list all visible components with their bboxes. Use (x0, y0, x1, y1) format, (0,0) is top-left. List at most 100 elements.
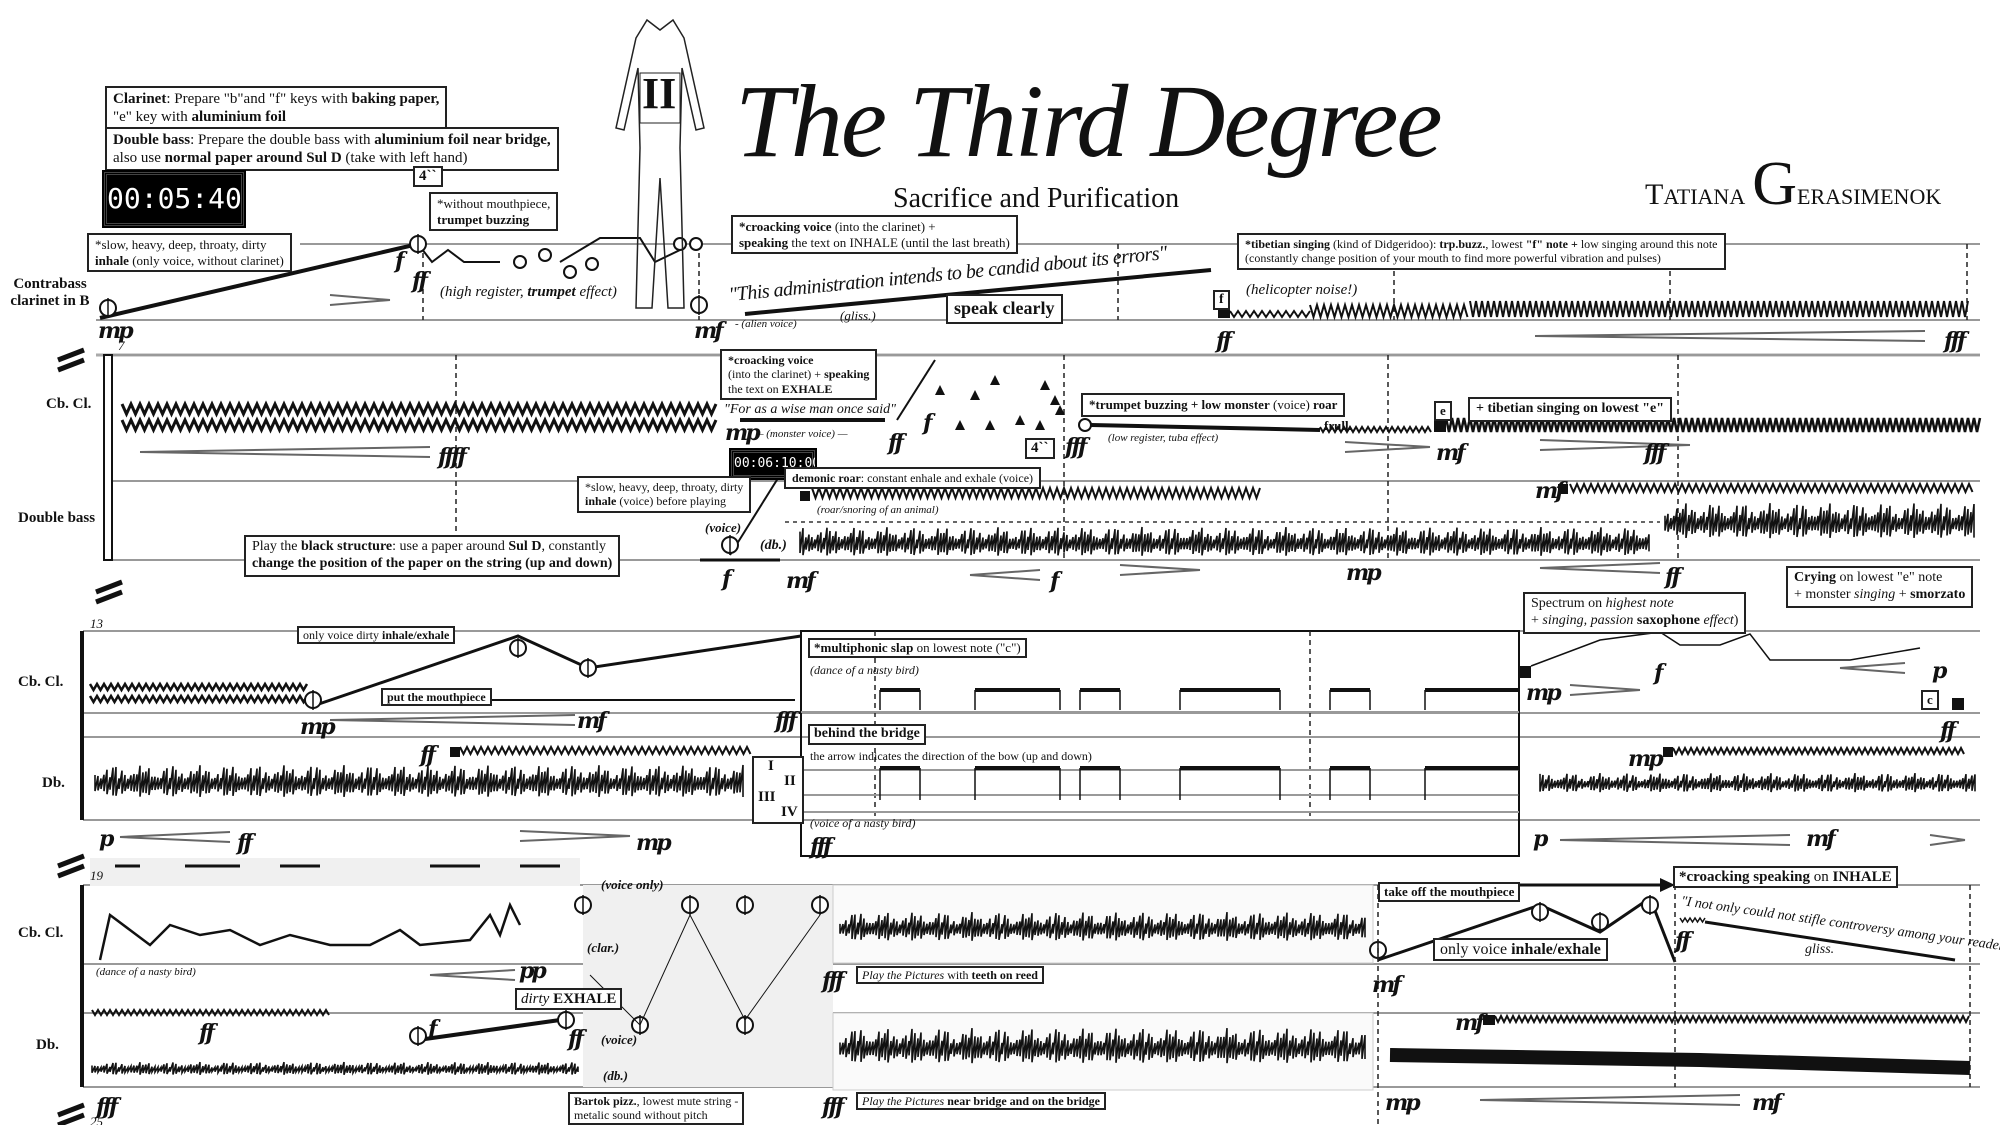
measure-number: 13 (90, 616, 103, 631)
hairpin (329, 719, 576, 726)
measure-number: 19 (90, 868, 103, 883)
dynamic: pp (519, 958, 547, 984)
triangle-note-icon (985, 420, 995, 430)
arrow-head-icon (1660, 878, 1675, 892)
t: : Prepare the double bass with (190, 132, 375, 148)
note-head-icon (1078, 418, 1092, 432)
t: EXHALE (781, 381, 833, 396)
t: near bridge and on the bridge (944, 1094, 1100, 1108)
picture-bird-image (832, 1012, 1374, 1091)
duration-box: 4`` (413, 166, 443, 187)
dynamic: fff (96, 1094, 118, 1120)
voice-note: (voice) (601, 1032, 638, 1047)
helicopter-zigzag (1309, 301, 1469, 321)
dirty-exhale-box: dirty EXHALE (515, 988, 623, 1010)
t: black structure (301, 539, 393, 554)
dynamic: ff (568, 1026, 584, 1052)
t: change the position of the paper on the … (252, 555, 613, 571)
hairpin (969, 569, 1041, 576)
near-bridge-box: Play the Pictures near bridge and on the… (856, 1092, 1106, 1111)
hairpin (119, 836, 231, 843)
dynamic: mf (1752, 1090, 1782, 1116)
dynamic: ff (888, 430, 904, 456)
tremolo-zigzag (88, 681, 309, 693)
pizz-texture (91, 1061, 579, 1076)
hairpin (139, 451, 431, 458)
dynamic: mf (1535, 478, 1565, 504)
t: smorzato (1910, 586, 1966, 602)
dynamic: ff (1940, 718, 1956, 744)
system-break-slash (57, 347, 85, 363)
t: (take with left hand) (341, 150, 468, 166)
dynamic: fff (775, 708, 797, 734)
t: only voice dirty (303, 628, 382, 642)
t: Bartok pizz. (574, 1094, 637, 1108)
note-block-icon (1483, 1015, 1495, 1025)
dynamic: ff (237, 830, 253, 856)
system-break-slash (95, 579, 123, 595)
t: trumpet buzzing (437, 211, 530, 227)
wise-man-text: "For as a wise man once said" (724, 402, 896, 417)
t: on (1810, 869, 1833, 885)
croak-box: *croacking voice (into the clarinet) +sp… (731, 215, 1018, 255)
note-box: c (1921, 690, 1939, 710)
t: baking paper, (351, 91, 440, 107)
t: + (1895, 586, 1911, 602)
alien-voice-note: - (alien voice) (735, 318, 797, 330)
t: Clarinet (113, 91, 167, 107)
t: the text on (728, 381, 782, 396)
t: "e" key with (113, 109, 192, 125)
voice-only-note: (voice only) (601, 877, 664, 892)
trumpet-line (417, 243, 500, 264)
system-bracket (80, 631, 84, 820)
t: INHALE (1832, 869, 1892, 885)
note-block-icon (1519, 666, 1531, 678)
tremolo-zigzag (91, 1008, 330, 1017)
t: speaking (824, 367, 870, 382)
hairpin (1929, 834, 1966, 841)
system-break-slash (57, 1112, 85, 1125)
t: (only voice, without clarinet) (128, 252, 284, 268)
dynamic: fff (810, 834, 832, 860)
dynamic: mp (1526, 680, 1562, 706)
roar-note: (roar/snoring of an animal) (817, 504, 939, 516)
t: (kind of Didgeridoo): (1330, 237, 1440, 251)
movement-number: II (642, 69, 677, 118)
dynamic-ff: ff (412, 268, 428, 294)
exhale-line (417, 1018, 561, 1042)
take-off-mouthpiece-box: take off the mouthpiece (1378, 882, 1521, 902)
timecode-display: 00:06:10:00 (729, 448, 820, 480)
bartok-pizz-box: Bartok pizz., lowest mute string -metali… (568, 1092, 745, 1125)
clar-note: (clar.) (587, 940, 620, 955)
note-head-icon (689, 237, 703, 251)
t: trp.buzz. (1439, 237, 1486, 251)
string-label: I (768, 758, 774, 774)
t: singing (1854, 586, 1896, 602)
system-bracket (103, 354, 113, 561)
dynamic-mp: mp (98, 318, 134, 344)
t: Play the (252, 539, 301, 554)
gliss-line (1704, 920, 1956, 962)
t: with (944, 968, 972, 982)
instrument-label: Cb. Cl. (18, 925, 64, 941)
t: dirty (521, 991, 554, 1007)
tremolo-zigzag (120, 416, 718, 434)
instrument-label: Db. (42, 775, 65, 791)
composer-initial: T (1645, 178, 1664, 211)
note-block-icon (800, 491, 810, 501)
t: *croacking voice (739, 219, 832, 234)
triangle-note-icon (935, 385, 945, 395)
t: Play the Pictures (862, 1094, 945, 1108)
note-block-icon (450, 747, 460, 757)
hairpin (519, 830, 631, 837)
figure-drawing-icon (615, 18, 705, 309)
system-break-slash (57, 863, 85, 879)
t: trumpet (527, 284, 576, 300)
demonic-roar-box: demonic roar: constant enhale and exhale… (784, 467, 1042, 490)
t: : Prepare "b"and "f" keys with (166, 91, 352, 107)
inhale-line (99, 242, 419, 320)
db-note: (db.) (760, 538, 787, 553)
t: only voice (1440, 941, 1512, 958)
